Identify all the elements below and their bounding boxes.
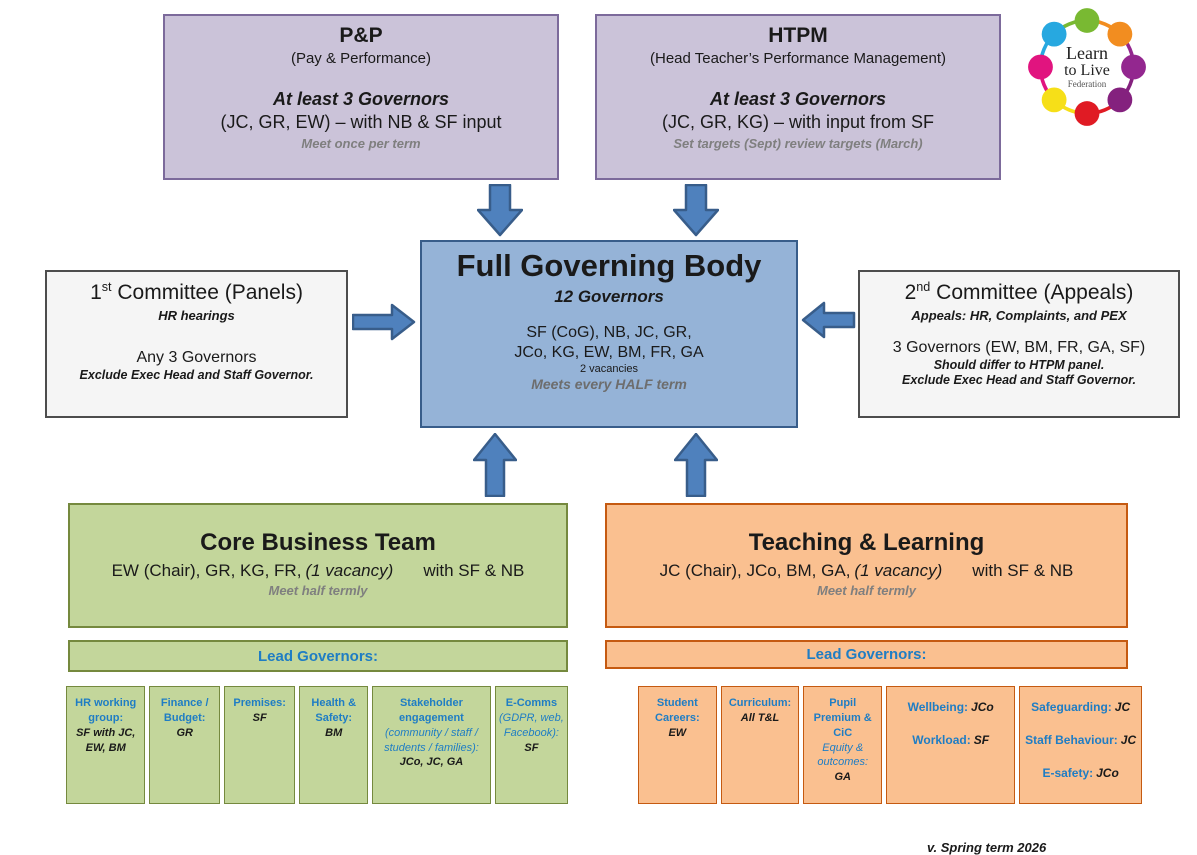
arrow-htpm-to-fgb	[673, 184, 719, 237]
logo-line1: Learn	[1066, 43, 1108, 64]
core-business-panel: Core Business Team EW (Chair), GR, KG, F…	[68, 503, 568, 628]
lead-curriculum: Curriculum: All T&L	[720, 686, 800, 804]
core-business-title: Core Business Team	[200, 529, 436, 556]
committee1-note: Exclude Exec Head and Staff Governor.	[79, 368, 314, 382]
committee1-members: Any 3 Governors	[136, 349, 257, 366]
teaching-learning-title: Teaching & Learning	[748, 529, 985, 556]
committee1-title: 1st Committee (Panels)	[90, 280, 303, 304]
arrow-committee2-to-fgb	[801, 301, 856, 339]
pp-governors: At least 3 Governors	[272, 89, 450, 109]
lead-finance-budget: Finance / Budget: GR	[149, 686, 220, 804]
teaching-learning-leads-row: Student Careers: EW Curriculum: All T&L …	[638, 686, 1142, 804]
pp-members: (JC, GR, EW) – with NB & SF input	[220, 112, 502, 132]
committee2-title: 2nd Committee (Appeals)	[904, 280, 1134, 304]
committee1-subtitle: HR hearings	[158, 308, 235, 323]
teaching-learning-lead-bar: Lead Governors:	[605, 640, 1128, 669]
pp-panel: P&P (Pay & Performance) At least 3 Gover…	[163, 14, 559, 180]
lead-premises: Premises: SF	[223, 686, 296, 804]
fgb-members-line2: JCo, KG, EW, BM, FR, GA	[514, 344, 704, 361]
lead-pupil-premium: Pupil Premium & CiC Equity & outcomes: G…	[803, 686, 883, 804]
pp-title: P&P	[339, 24, 383, 47]
logo-text: Learn to Live Federation	[1026, 6, 1148, 128]
teaching-learning-note: Meet half termly	[817, 583, 916, 598]
htpm-governors: At least 3 Governors	[709, 89, 887, 109]
committee2-note1: Should differ to HTPM panel.	[933, 358, 1105, 372]
fgb-note: Meets every HALF term	[531, 376, 687, 392]
htpm-title: HTPM	[768, 24, 828, 47]
core-business-lead-bar: Lead Governors:	[68, 640, 568, 672]
core-business-note: Meet half termly	[268, 583, 368, 598]
lead-student-careers: Student Careers: EW	[638, 686, 717, 804]
version-label: v. Spring term 2026	[927, 840, 1047, 855]
arrow-tl-to-fgb	[674, 433, 718, 497]
core-business-members: EW (Chair), GR, KG, FR,(1 vacancy)with S…	[111, 561, 525, 580]
logo-line3: Federation	[1067, 79, 1107, 90]
teaching-learning-lead-label: Lead Governors:	[806, 646, 927, 663]
pp-note: Meet once per term	[301, 136, 421, 151]
lead-e-comms: E-Comms (GDPR, web, Facebook): SF	[494, 686, 568, 804]
teaching-learning-panel: Teaching & Learning JC (Chair), JCo, BM,…	[605, 503, 1128, 628]
logo-line2: to Live	[1064, 62, 1110, 80]
teaching-learning-members: JC (Chair), JCo, BM, GA,(1 vacancy)with …	[659, 561, 1074, 580]
fgb-panel: Full Governing Body 12 Governors SF (CoG…	[420, 240, 798, 428]
arrow-pp-to-fgb	[477, 184, 523, 237]
committee2-note2: Exclude Exec Head and Staff Governor.	[902, 373, 1136, 387]
fgb-title: Full Governing Body	[456, 248, 762, 283]
learn-to-live-logo: Learn to Live Federation	[1026, 6, 1148, 128]
lead-stakeholder-engagement: Stakeholder engagement (community / staf…	[372, 686, 491, 804]
lead-health-safety: Health & Safety: BM	[299, 686, 369, 804]
pp-subtitle: (Pay & Performance)	[290, 50, 432, 67]
core-business-lead-label: Lead Governors:	[257, 647, 379, 665]
committee1-panel: 1st Committee (Panels) HR hearings Any 3…	[45, 270, 348, 418]
htpm-panel: HTPM (Head Teacher’s Performance Managem…	[595, 14, 1001, 180]
core-business-leads-row: HR working group: SF with JC, EW, BM Fin…	[66, 686, 568, 804]
fgb-vacancies: 2 vacancies	[579, 363, 639, 375]
htpm-note: Set targets (Sept) review targets (March…	[673, 136, 923, 151]
lead-safeguarding: Safeguarding:JC Staff Behaviour:JC E-saf…	[1019, 686, 1142, 804]
htpm-members: (JC, GR, KG) – with input from SF	[661, 112, 935, 132]
committee2-panel: 2nd Committee (Appeals) Appeals: HR, Com…	[858, 270, 1180, 418]
committee2-subtitle: Appeals: HR, Complaints, and PEX	[911, 308, 1127, 323]
htpm-subtitle: (Head Teacher’s Performance Management)	[650, 50, 946, 67]
lead-wellbeing-workload: Wellbeing:JCo Workload:SF	[886, 686, 1016, 804]
committee2-members: 3 Governors (EW, BM, FR, GA, SF)	[892, 339, 1146, 356]
arrow-committee1-to-fgb	[352, 303, 416, 341]
logo-ring-icon	[1028, 8, 1146, 126]
arrow-cbt-to-fgb	[473, 433, 517, 497]
lead-hr-working-group: HR working group: SF with JC, EW, BM	[66, 686, 146, 804]
fgb-members-line1: SF (CoG), NB, JC, GR,	[526, 324, 692, 341]
fgb-subtitle: 12 Governors	[554, 287, 664, 306]
